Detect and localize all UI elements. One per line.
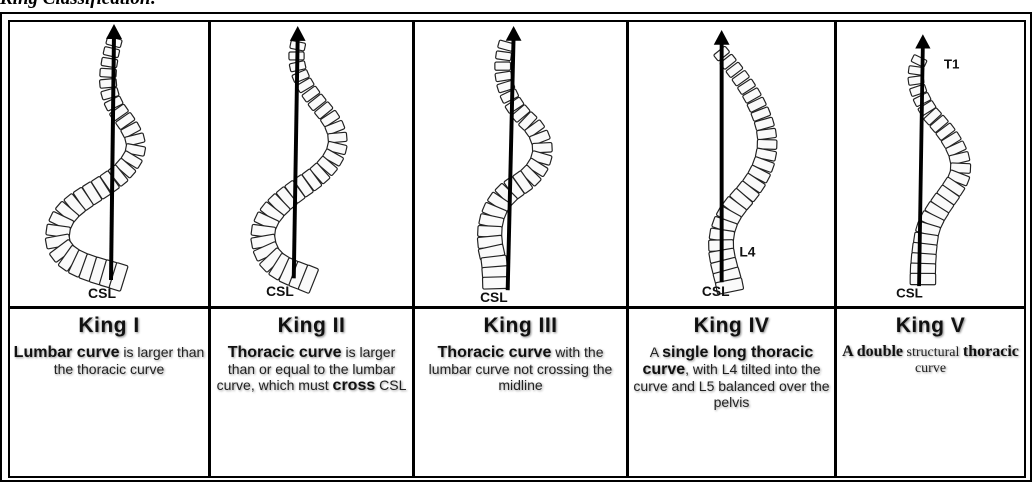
l4-label: L4 — [739, 245, 755, 260]
description-emphasis: thoracic — [963, 343, 1019, 360]
description-text: curve — [915, 361, 946, 376]
t1-label: T1 — [944, 57, 960, 72]
column-king-ii: CSL King II Thoracic curve is larger tha… — [208, 22, 412, 476]
vertebra — [757, 128, 777, 140]
king-title: King I — [10, 314, 208, 338]
spine-figure-king-iv: L4 CSL — [629, 22, 834, 306]
description-emphasis: cross — [333, 377, 376, 394]
caption-king-v: King V A double structural thoracic curv… — [837, 312, 1024, 476]
vertebra — [495, 62, 511, 70]
king-title: King IV — [629, 314, 834, 338]
spine-curve — [908, 54, 971, 284]
spine-figure-king-ii: CSL — [211, 22, 412, 306]
spine-drawing-king-i: CSL — [10, 22, 208, 306]
csl-label: CSL — [480, 290, 508, 305]
vertebra — [910, 273, 936, 284]
classification-table: CSL King I Lumbar curve is larger than t… — [0, 12, 1032, 482]
classification-table-inner: CSL King I Lumbar curve is larger than t… — [8, 20, 1026, 478]
column-king-v: T1 CSL King V A double structural thorac… — [834, 22, 1024, 476]
description-text: A — [650, 344, 662, 360]
spine-drawing-king-ii: CSL — [211, 22, 412, 306]
king-title: King II — [211, 314, 412, 338]
description-text: CSL — [375, 377, 406, 393]
spine-drawing-king-v: T1 CSL — [837, 22, 1024, 306]
row-divider — [415, 306, 626, 309]
king-title: King V — [837, 314, 1024, 338]
caption-king-iii: King III Thoracic curve with the lumbar … — [415, 312, 626, 476]
vertebra — [495, 71, 512, 82]
description-text: structural — [903, 345, 963, 360]
row-divider — [10, 306, 208, 309]
vertebra — [103, 46, 120, 57]
caption-king-iv: King IV A single long thoracic curve, wi… — [629, 312, 834, 476]
vertebra — [482, 277, 509, 289]
king-description: A double structural thoracic curve — [837, 344, 1024, 377]
spine-drawing-king-iii: CSL — [415, 22, 626, 306]
row-divider — [837, 306, 1024, 309]
column-king-iv: L4 CSL King IV A single long thoracic cu… — [626, 22, 834, 476]
description-emphasis: Thoracic curve — [228, 344, 342, 361]
spine-figure-king-iii: CSL — [415, 22, 626, 306]
king-description: A single long thoracic curve, with L4 ti… — [629, 344, 834, 410]
spine-figure-king-v: T1 CSL — [837, 22, 1024, 306]
document-title: King Classification: — [0, 0, 157, 10]
vertebra — [911, 54, 927, 67]
spine-drawing-king-iv: L4 CSL — [629, 22, 834, 306]
description-emphasis: Thoracic curve — [438, 344, 552, 361]
spine-figure-king-i: CSL — [10, 22, 208, 306]
csl-label: CSL — [88, 285, 116, 301]
king-description: Thoracic curve with the lumbar curve not… — [415, 344, 626, 393]
csl-label: CSL — [266, 284, 294, 299]
vertebra — [757, 139, 777, 149]
csl-label: CSL — [702, 284, 730, 299]
description-emphasis: A double — [842, 343, 903, 360]
csl-label: CSL — [896, 286, 923, 301]
caption-king-i: King I Lumbar curve is larger than the t… — [10, 312, 208, 476]
spine-curve — [45, 36, 146, 291]
column-king-iii: CSL King III Thoracic curve with the lum… — [412, 22, 626, 476]
king-description: Thoracic curve is larger than or equal t… — [211, 344, 412, 394]
spine-curve — [477, 40, 552, 292]
king-title: King III — [415, 314, 626, 338]
description-emphasis: Lumbar curve — [14, 344, 120, 361]
row-divider — [211, 306, 412, 309]
caption-king-ii: King II Thoracic curve is larger than or… — [211, 312, 412, 476]
vertebra — [495, 51, 511, 61]
row-divider — [629, 306, 834, 309]
column-king-i: CSL King I Lumbar curve is larger than t… — [10, 22, 208, 476]
king-description: Lumbar curve is larger than the thoracic… — [10, 344, 208, 377]
